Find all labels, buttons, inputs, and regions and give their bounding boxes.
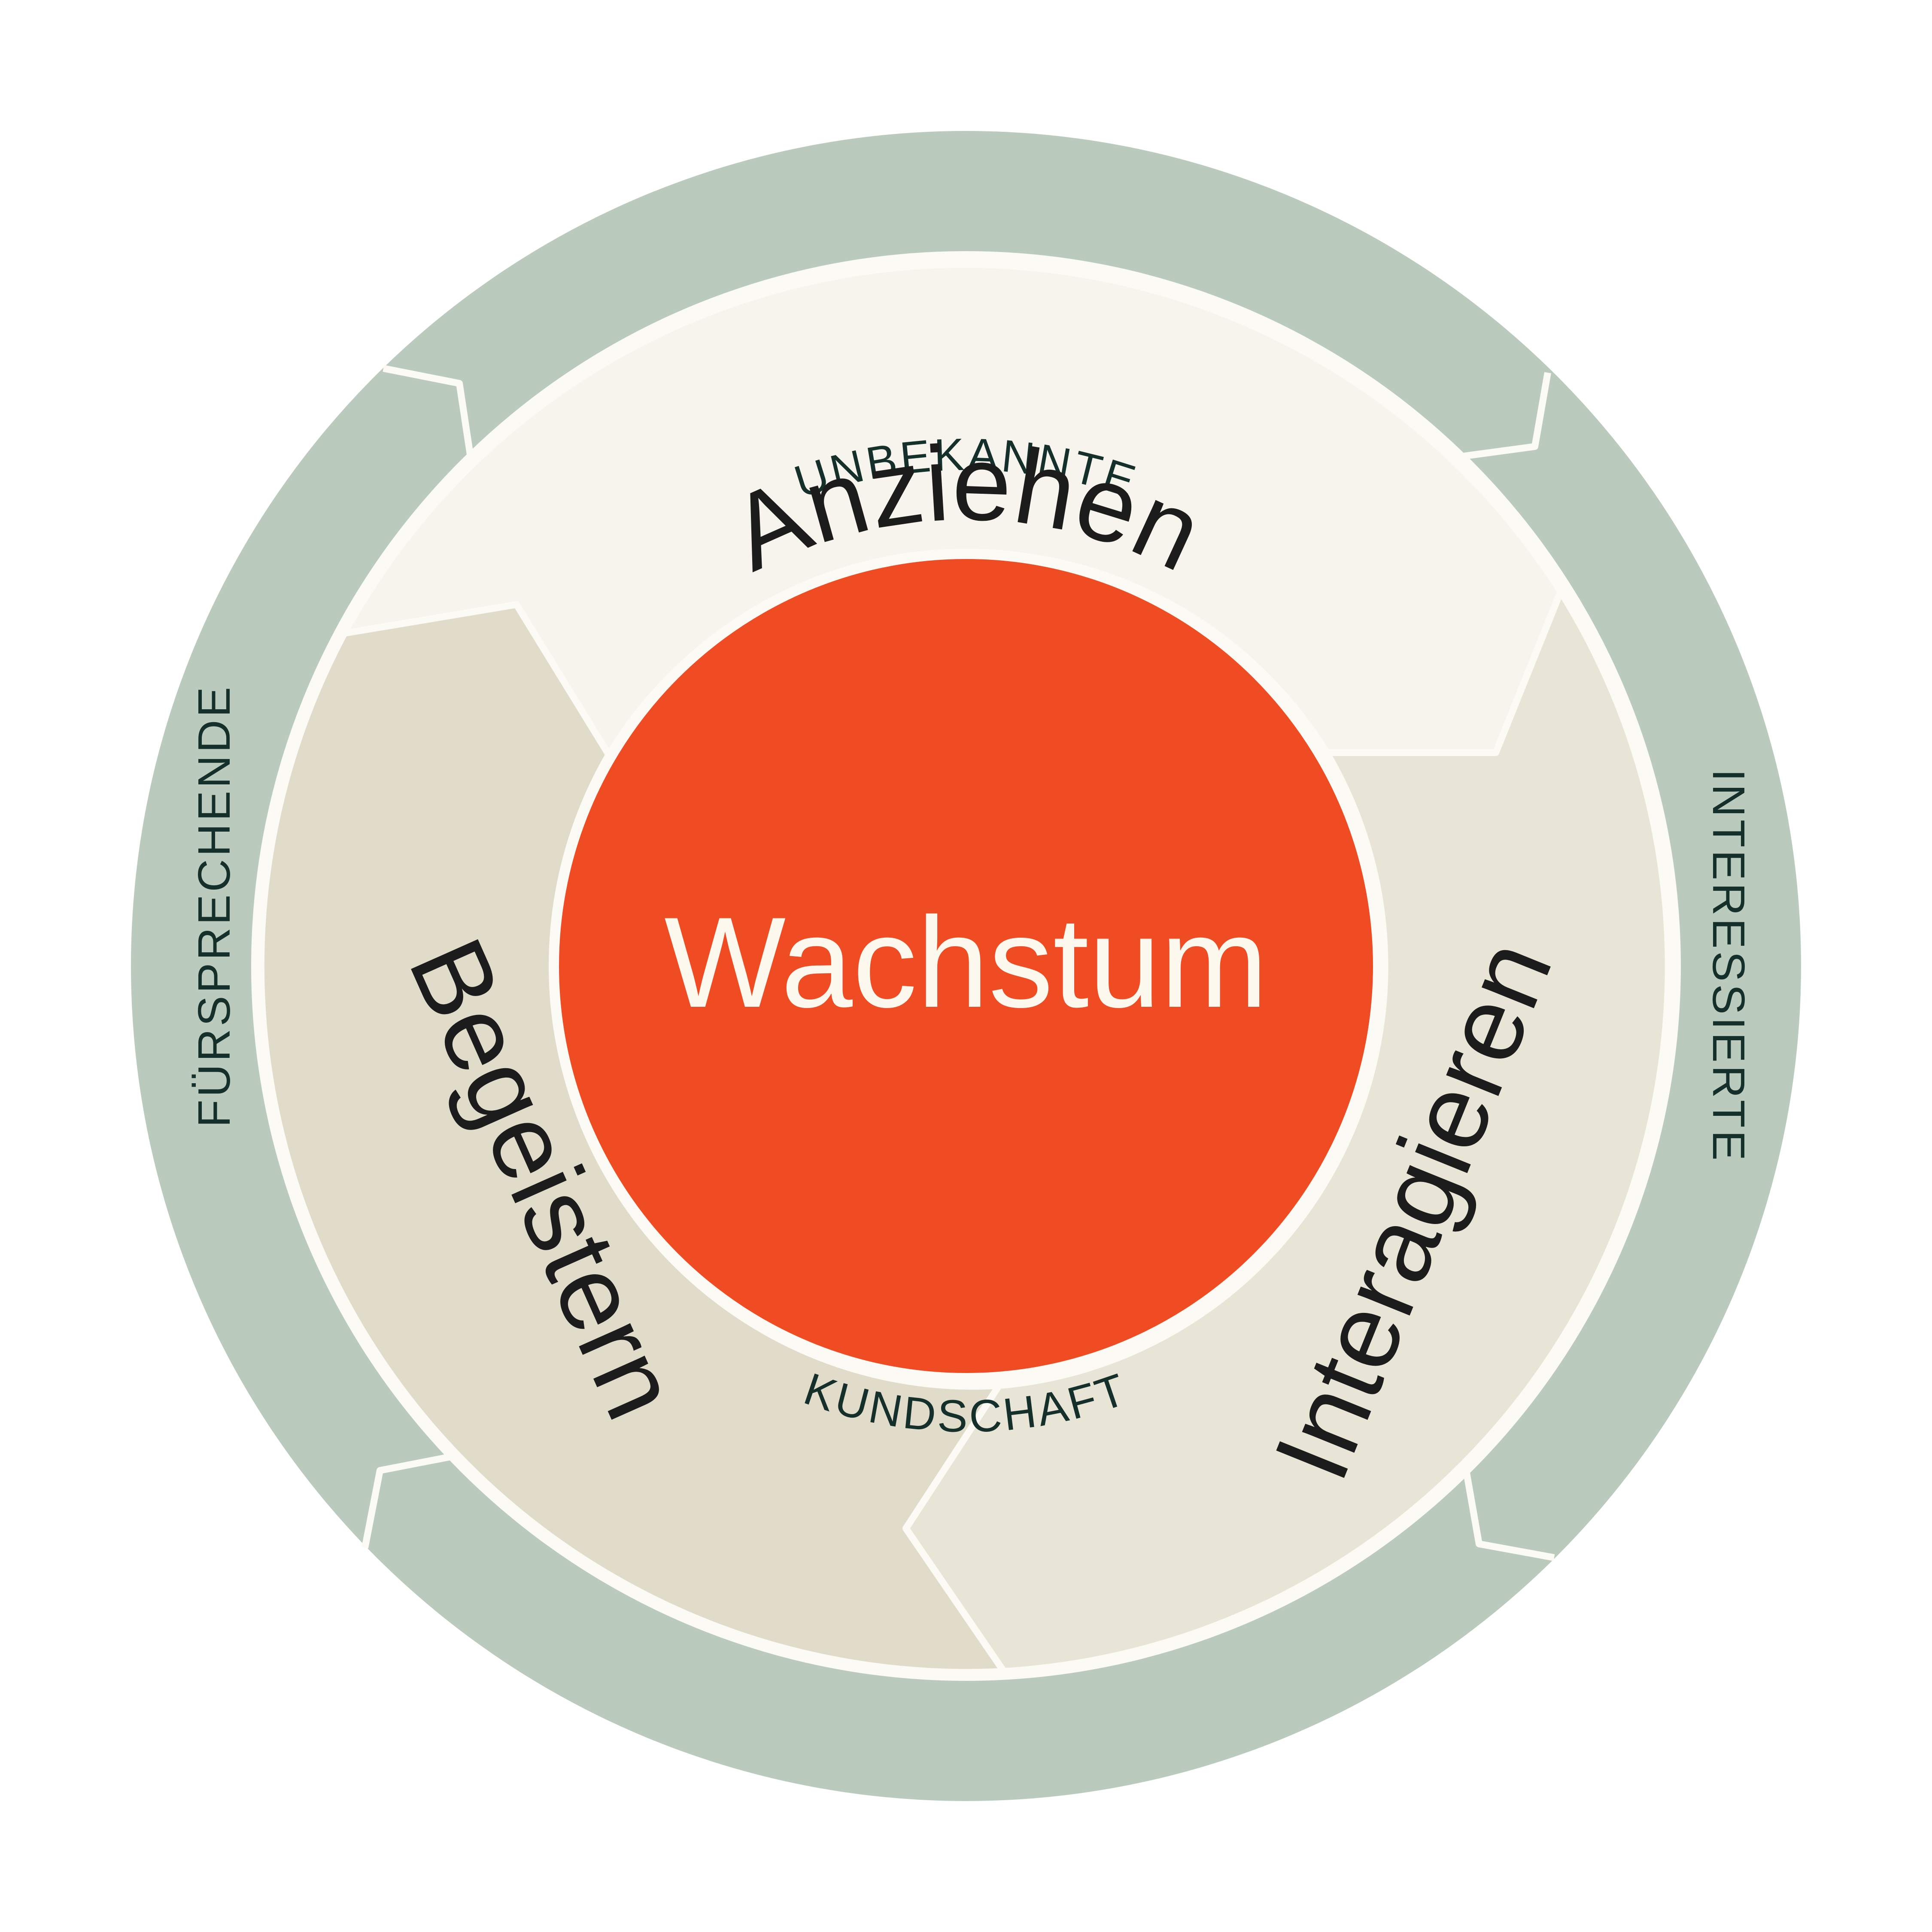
center-circle: [549, 549, 1383, 1383]
center-label: Wachstum: [664, 890, 1268, 1034]
divider-bottom-right: [1463, 1470, 1555, 1561]
divider-top-left: [383, 365, 474, 455]
divider-top-right: [1461, 372, 1551, 460]
outer-label-right: INTERESSIERTE: [1703, 769, 1754, 1163]
divider-bottom-left: [361, 1453, 454, 1549]
outer-label-left: FÜRSPRECHENDE: [189, 684, 240, 1127]
segment-interagieren: [902, 588, 1672, 1675]
